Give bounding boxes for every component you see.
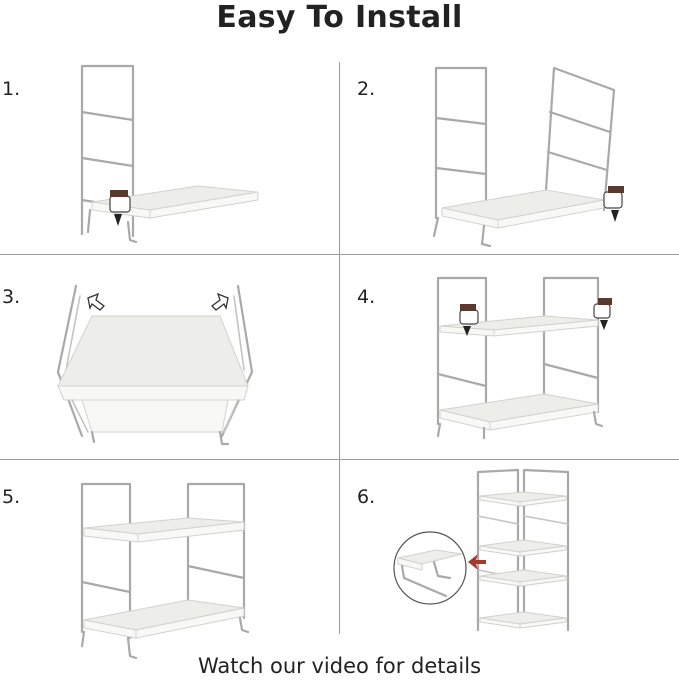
step-number-5: 5. — [2, 486, 21, 508]
hand-icon — [603, 186, 624, 222]
step-1-svg — [80, 64, 259, 244]
footer-note: Watch our video for details — [197, 654, 482, 678]
hand-icon — [459, 304, 479, 336]
step-3-svg — [56, 284, 254, 446]
step-number-1: 1. — [2, 78, 21, 100]
divider-vertical — [339, 62, 340, 634]
step-number-3: 3. — [2, 286, 21, 308]
step-number-2: 2. — [357, 78, 376, 100]
step-4-illustration — [430, 274, 620, 454]
page-title: Easy To Install — [216, 0, 463, 35]
step-6-svg — [393, 468, 570, 632]
detail-zoom-circle — [393, 531, 467, 605]
step-3-illustration — [52, 276, 262, 456]
step-2-illustration — [428, 60, 628, 250]
step-5-illustration — [78, 478, 268, 668]
divider-row-2 — [0, 459, 679, 460]
step-number-6: 6. — [357, 486, 376, 508]
arrow-icon — [87, 292, 105, 311]
arrow-icon — [211, 292, 229, 311]
hand-icon — [593, 298, 612, 330]
step-5-svg — [80, 482, 250, 660]
hand-icon — [109, 190, 131, 226]
step-number-4: 4. — [357, 286, 376, 308]
step-2-svg — [432, 66, 624, 248]
step-6-illustration — [390, 466, 580, 636]
divider-row-1 — [0, 254, 679, 255]
arrow-icon — [468, 554, 486, 570]
step-4-svg — [436, 276, 612, 440]
step-1-illustration — [70, 60, 270, 250]
